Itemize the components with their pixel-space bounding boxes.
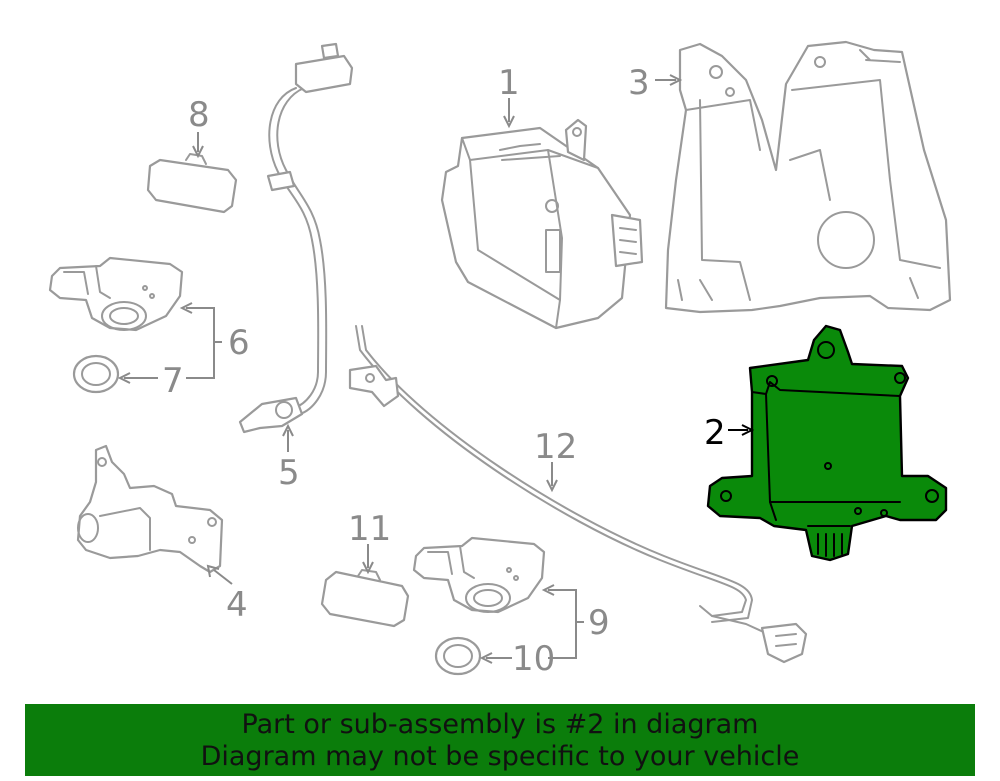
callout-6: 6 [228,323,250,363]
callout-5: 5 [278,453,300,493]
part-8-cover[interactable] [146,153,238,214]
callout-8: 8 [188,95,210,135]
part-2-radar-sensor[interactable] [706,324,948,562]
parts-diagram: 1 2 3 4 5 6 7 8 9 10 11 12 [48,40,952,679]
callout-1: 1 [498,63,520,103]
part-3-bracket[interactable] [664,40,952,314]
part-12-cable[interactable] [348,325,808,664]
info-banner: Part or sub-assembly is #2 in diagram Di… [25,704,975,776]
part-10-ring[interactable] [434,636,482,676]
part-7-ring[interactable] [72,354,120,394]
part-1-control-module[interactable] [440,118,644,330]
part-4-sensor-bracket[interactable] [76,444,224,574]
part-5-wire-harness[interactable] [238,42,354,434]
callout-11: 11 [348,509,391,549]
banner-line-1: Part or sub-assembly is #2 in diagram [241,709,759,740]
callout-3: 3 [628,63,650,103]
callout-7: 7 [162,361,184,401]
callout-2: 2 [704,413,726,453]
callout-10: 10 [512,639,555,679]
callout-4: 4 [226,585,248,625]
part-6-sensor[interactable] [48,256,184,332]
part-9-sensor[interactable] [412,536,546,614]
callout-12: 12 [534,427,577,467]
leader-lines [117,74,755,664]
callout-9: 9 [588,603,610,643]
part-11-cover[interactable] [320,569,410,628]
banner-line-2: Diagram may not be specific to your vehi… [200,741,800,772]
